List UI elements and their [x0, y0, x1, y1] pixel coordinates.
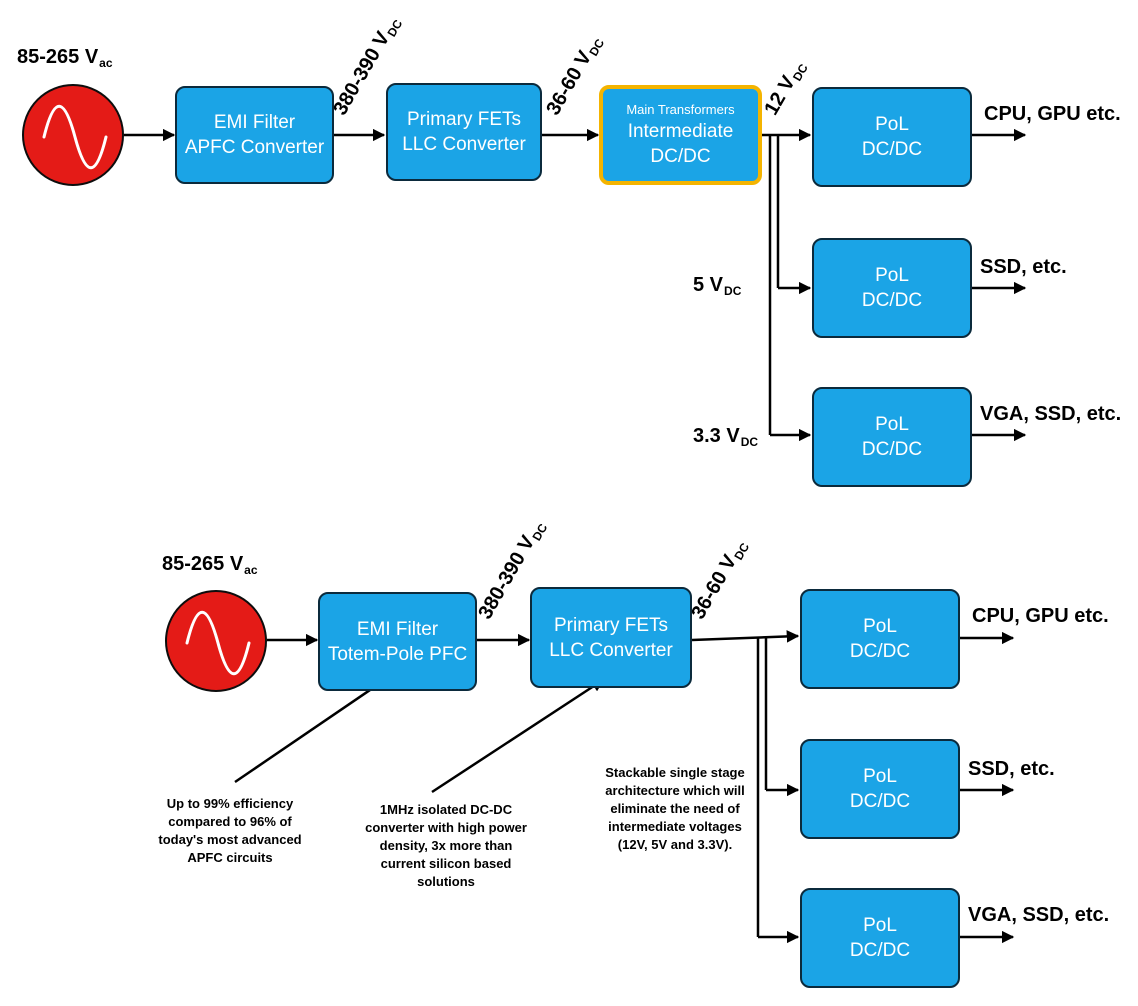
top-pol-box-2: PoL DC/DC: [812, 238, 972, 338]
bottom-fets-line1: Primary FETs: [554, 614, 668, 636]
top-transformer-line1: Main Transformers: [626, 102, 735, 117]
top-output-ssd: SSD, etc.: [980, 256, 1067, 278]
bottom-output-cpu-gpu: CPU, GPU etc.: [972, 605, 1109, 627]
top-transformer-line2: Intermediate: [627, 121, 734, 142]
top-pol1-line2: DC/DC: [861, 139, 923, 160]
top-label-5v: 5 VDC: [693, 274, 742, 298]
top-emi-line1: EMI Filter: [213, 112, 296, 133]
sine-wave-icon: [185, 610, 251, 676]
top-label-3v3: 3.3 VDC: [693, 425, 759, 449]
bottom-output-ssd: SSD, etc.: [968, 758, 1055, 780]
note-stackable-architecture: Stackable single stage architecture whic…: [605, 765, 745, 852]
top-output-cpu-gpu: CPU, GPU etc.: [984, 103, 1121, 125]
bottom-pol3-line1: PoL: [863, 915, 897, 936]
bottom-primary-fets-box: Primary FETs LLC Converter: [530, 587, 692, 688]
bottom-pol2-line1: PoL: [863, 766, 897, 787]
top-emi-line2: APFC Converter: [184, 137, 325, 158]
bottom-pol-box-2: PoL DC/DC: [800, 739, 960, 839]
bottom-emi-line2: Totem-Pole PFC: [327, 643, 468, 665]
sine-wave-icon: [42, 104, 108, 170]
bottom-pol2-line2: DC/DC: [849, 791, 911, 812]
top-pol3-line1: PoL: [875, 414, 909, 435]
note-llc-converter: 1MHz isolated DC-DC converter with high …: [365, 802, 527, 889]
top-pol-box-1: PoL DC/DC: [812, 87, 972, 187]
top-fets-line1: Primary FETs: [407, 109, 521, 130]
arrow-fets2-to-pol1: [691, 630, 800, 643]
top-input-voltage-label: 85-265 Vac: [17, 46, 113, 70]
bottom-pol-box-1: PoL DC/DC: [800, 589, 960, 689]
bottom-pol1-line2: DC/DC: [849, 641, 911, 662]
top-output-vga-ssd: VGA, SSD, etc.: [980, 403, 1122, 425]
top-emi-apfc-box: EMI Filter APFC Converter: [175, 86, 334, 184]
bottom-pol1-line1: PoL: [863, 616, 897, 637]
bottom-ac-source-icon: [165, 590, 267, 692]
top-main-transformer-box: Main Transformers Intermediate DC/DC: [599, 85, 762, 185]
bottom-fets-line2: LLC Converter: [549, 639, 673, 661]
top-pol1-line1: PoL: [875, 114, 909, 135]
top-transformer-line3: DC/DC: [650, 146, 711, 167]
top-primary-fets-box: Primary FETs LLC Converter: [386, 83, 542, 181]
bottom-emi-line1: EMI Filter: [356, 618, 439, 640]
top-pol2-line2: DC/DC: [861, 290, 923, 311]
bottom-pol3-line2: DC/DC: [849, 940, 911, 961]
top-pol-box-3: PoL DC/DC: [812, 387, 972, 487]
top-ac-source-icon: [22, 84, 124, 186]
bottom-emi-totem-pole-box: EMI Filter Totem-Pole PFC: [318, 592, 477, 691]
pointer-note-llc: [431, 678, 605, 794]
top-pol2-line1: PoL: [875, 265, 909, 286]
bottom-output-vga-ssd: VGA, SSD, etc.: [968, 904, 1110, 926]
bottom-pol-box-3: PoL DC/DC: [800, 888, 960, 988]
top-fets-line2: LLC Converter: [402, 134, 526, 155]
bottom-input-voltage-label: 85-265 Vac: [162, 553, 258, 577]
note-totem-pole-efficiency: Up to 99% efficiency compared to 96% of …: [158, 796, 302, 865]
top-pol3-line2: DC/DC: [861, 439, 923, 460]
pointer-note-pfc: [234, 673, 394, 784]
